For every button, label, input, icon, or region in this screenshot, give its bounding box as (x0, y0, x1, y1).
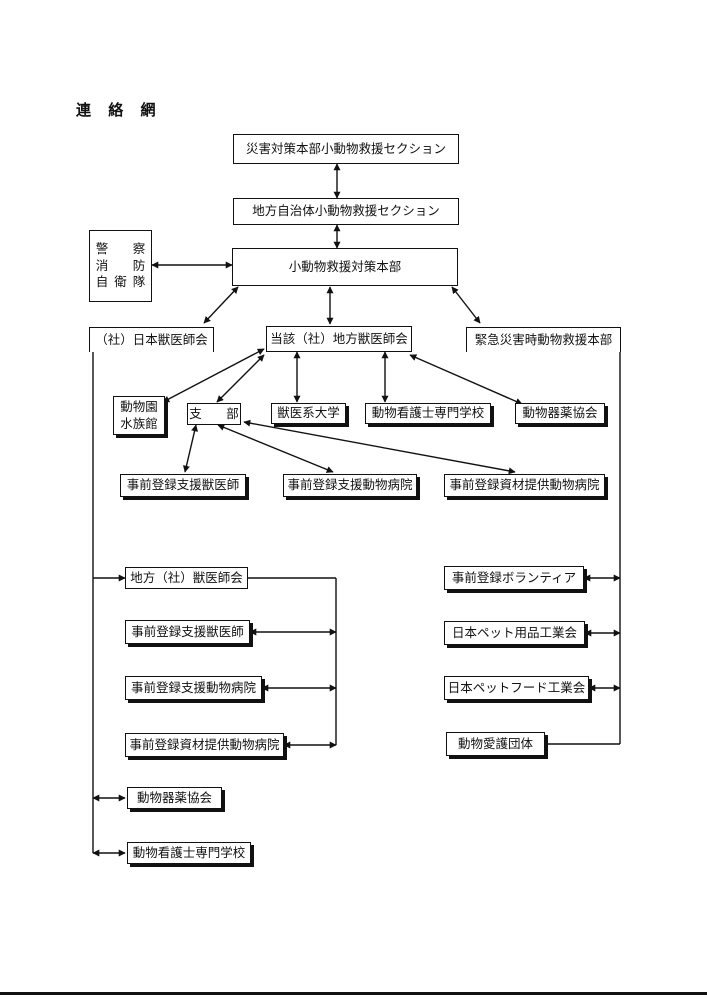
node-vet-drug-assoc-top: 動物器薬協会 (515, 403, 605, 424)
node-local-gov-section: 地方自治体小動物救援セクション (233, 198, 459, 225)
node-emergency-rescue-hq: 緊急災害時動物救援本部 (466, 327, 621, 352)
node-pre-support-hospital: 事前登録支援動物病院 (125, 676, 262, 700)
node-pre-support-vet-top: 事前登録支援獣医師 (120, 474, 246, 497)
node-local-vma-concerned: 当該（社）地方獣医師会 (266, 326, 412, 352)
node-jvma: （社）日本獣医師会 (89, 327, 214, 352)
node-pet-goods-assoc: 日本ペット用品工業会 (444, 621, 585, 645)
node-volunteers: 事前登録ボランティア (444, 566, 584, 590)
node-vet-nurse-school-top: 動物看護士専門学校 (365, 403, 491, 424)
page-title: 連 絡 網 (76, 101, 162, 119)
node-pre-supply-hospital: 事前登録資材提供動物病院 (125, 733, 284, 757)
node-pre-supply-hospital-top: 事前登録資材提供動物病院 (444, 474, 605, 497)
arrow-localvma-drugassoc (409, 354, 523, 405)
label-aquarium: 水族館 (120, 415, 158, 431)
node-hq-section: 災害対策本部小動物救援セクション (233, 134, 459, 164)
bottom-rule (0, 992, 707, 995)
label-fire: 消 防 (95, 257, 152, 273)
arrow-localvma-zoo (162, 348, 265, 403)
node-vet-university: 獣医系大学 (271, 403, 346, 424)
node-pet-food-assoc: 日本ペットフード工業会 (444, 676, 589, 700)
arrow-localvma-branch (216, 354, 265, 403)
node-vet-drug-assoc: 動物器薬協会 (127, 787, 222, 809)
node-police-fire-sdf: 警 察 消 防 自衛隊 (89, 230, 152, 302)
arrow-branch-prehospital (217, 424, 334, 473)
node-vet-nurse-school: 動物看護士専門学校 (127, 842, 251, 864)
label-branch: 支 部 (189, 405, 245, 421)
node-zoo-aquarium: 動物園 水族館 (113, 396, 165, 435)
label-sdf: 自衛隊 (95, 274, 152, 290)
arrow-rescuehq-emergency (451, 286, 481, 324)
node-branch: 支 部 (187, 403, 241, 425)
node-rescue-hq: 小動物救援対策本部 (232, 248, 458, 286)
node-animal-welfare: 動物愛護団体 (446, 732, 545, 756)
arrow-branch-prevet (183, 424, 198, 473)
label-police: 警 察 (95, 240, 152, 256)
arrow-rescuehq-jvma (203, 286, 239, 324)
node-local-vma: 地方（社）獣医師会 (125, 567, 248, 589)
node-pre-support-vet: 事前登録支援獣医師 (125, 620, 250, 644)
label-zoo: 動物園 (120, 398, 158, 414)
node-pre-support-hospital-top: 事前登録支援動物病院 (283, 474, 417, 497)
arrow-branch-presupply (243, 419, 516, 475)
